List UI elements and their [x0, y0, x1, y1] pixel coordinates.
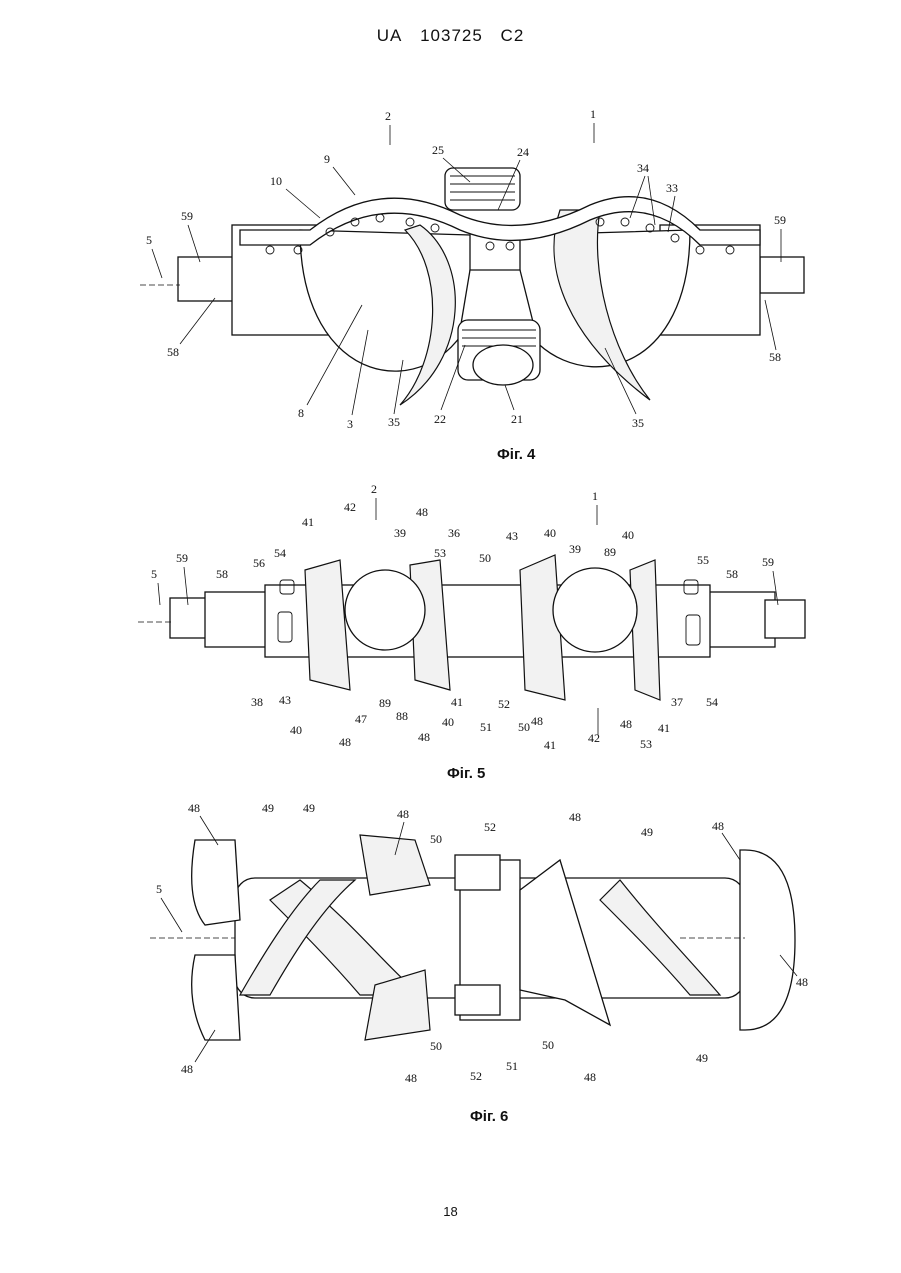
figure-6-drawing: 48 49 49 48 52 48 49 48 50 5 48 48 50 50…	[0, 0, 901, 1110]
fig6-label: 49	[262, 801, 274, 815]
hub-tab-top	[455, 855, 500, 890]
fig6-label: 48	[584, 1070, 596, 1084]
fig6-label: 48	[569, 810, 581, 824]
fig6-label: 5	[156, 882, 162, 896]
page-number: 18	[0, 1204, 901, 1219]
fig6-label: 48	[405, 1071, 417, 1085]
end-disc-right	[740, 850, 795, 1030]
fig6-label: 49	[303, 801, 315, 815]
end-blade-left-bottom	[192, 955, 240, 1040]
fig6-label: 49	[641, 825, 653, 839]
fig6-label: 50	[430, 1039, 442, 1053]
fig6-label: 50	[430, 832, 442, 846]
fig6-label: 48	[397, 807, 409, 821]
fig6-label: 48	[181, 1062, 193, 1076]
fig6-label: 52	[470, 1069, 482, 1083]
fig6-label: 48	[712, 819, 724, 833]
fig6-label: 49	[696, 1051, 708, 1065]
fig6-label: 50	[542, 1038, 554, 1052]
fig6-label: 48	[188, 801, 200, 815]
fig6-label: 48	[796, 975, 808, 989]
mid-blade-top	[360, 835, 430, 895]
hub-tab-bottom	[455, 985, 500, 1015]
figure-6-caption: Фіг. 6	[470, 1108, 508, 1125]
fig6-label: 52	[484, 820, 496, 834]
fig6-label: 51	[506, 1059, 518, 1073]
end-blade-left-top	[192, 840, 240, 925]
